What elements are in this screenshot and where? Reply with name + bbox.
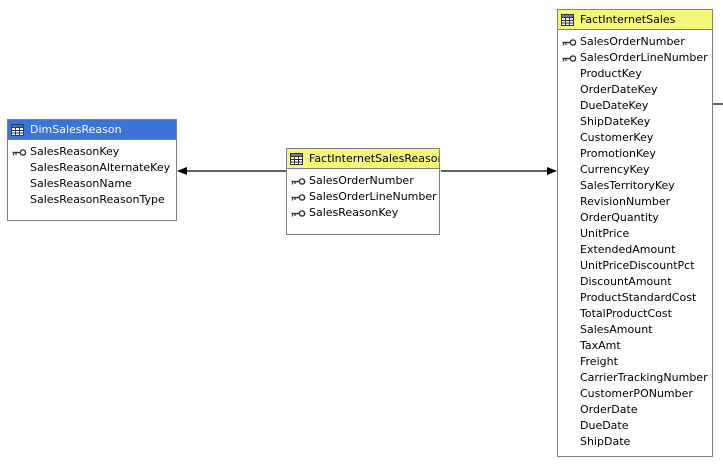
column-row[interactable]: CustomerKey (558, 130, 712, 146)
column-row[interactable]: OrderQuantity (558, 210, 712, 226)
primary-key-icon (562, 54, 576, 62)
table-header[interactable]: DimSalesReason (8, 120, 176, 140)
table-grid-icon (561, 13, 574, 26)
column-row[interactable]: OrderDate (558, 402, 712, 418)
column-name: SalesTerritoryKey (580, 179, 675, 192)
column-row[interactable]: ProductStandardCost (558, 290, 712, 306)
table-grid-icon (290, 152, 303, 165)
column-row[interactable]: UnitPrice (558, 226, 712, 242)
column-row[interactable]: SalesReasonName (8, 176, 176, 192)
primary-key-icon (291, 177, 305, 185)
column-row[interactable]: SalesAmount (558, 322, 712, 338)
column-row[interactable]: SalesOrderNumber (287, 173, 439, 189)
primary-key-icon (291, 193, 305, 201)
column-name: OrderDate (580, 403, 638, 416)
column-row[interactable]: CarrierTrackingNumber (558, 370, 712, 386)
key-slot (287, 177, 309, 185)
column-row[interactable]: ShipDateKey (558, 114, 712, 130)
column-row[interactable]: SalesReasonAlternateKey (8, 160, 176, 176)
column-name: RevisionNumber (580, 195, 671, 208)
column-name: DueDateKey (580, 99, 649, 112)
key-slot (287, 209, 309, 217)
column-name: OrderDateKey (580, 83, 658, 96)
column-name: TaxAmt (580, 339, 621, 352)
column-row[interactable]: SalesTerritoryKey (558, 178, 712, 194)
column-name: CustomerKey (580, 131, 654, 144)
column-name: DueDate (580, 419, 629, 432)
table-fact-internet-sales-reason[interactable]: FactInternetSalesReason SalesOrderNumber… (286, 148, 440, 235)
column-row[interactable]: OrderDateKey (558, 82, 712, 98)
column-name: CarrierTrackingNumber (580, 371, 708, 384)
column-name: PromotionKey (580, 147, 656, 160)
column-row[interactable]: ExtendedAmount (558, 242, 712, 258)
column-name: SalesAmount (580, 323, 653, 336)
table-header[interactable]: FactInternetSales (558, 10, 712, 30)
table-title: FactInternetSales (580, 12, 676, 26)
column-name: DiscountAmount (580, 275, 672, 288)
column-name: UnitPrice (580, 227, 630, 240)
column-row[interactable]: SalesOrderLineNumber (558, 50, 712, 66)
key-slot (8, 148, 30, 156)
column-row[interactable]: Freight (558, 354, 712, 370)
column-name: ProductKey (580, 67, 642, 80)
column-row[interactable]: UnitPriceDiscountPct (558, 258, 712, 274)
primary-key-icon (562, 38, 576, 46)
column-name: SalesReasonKey (309, 206, 399, 219)
column-name: SalesOrderLineNumber (309, 190, 437, 203)
column-name: ShipDate (580, 435, 631, 448)
key-slot (287, 193, 309, 201)
column-name: SalesOrderNumber (580, 35, 685, 48)
column-name: SalesReasonAlternateKey (30, 161, 171, 174)
column-row[interactable]: CustomerPONumber (558, 386, 712, 402)
column-name: SalesOrderNumber (309, 174, 414, 187)
column-row[interactable]: ShipDate (558, 434, 712, 450)
primary-key-icon (12, 148, 26, 156)
column-name: ShipDateKey (580, 115, 651, 128)
column-row[interactable]: SalesReasonKey (8, 144, 176, 160)
column-row[interactable]: SalesOrderNumber (558, 34, 712, 50)
column-row[interactable]: TaxAmt (558, 338, 712, 354)
column-name: SalesReasonName (30, 177, 132, 190)
table-grid-icon (11, 123, 24, 136)
column-name: UnitPriceDiscountPct (580, 259, 695, 272)
column-name: OrderQuantity (580, 211, 659, 224)
key-slot (558, 54, 580, 62)
column-row[interactable]: SalesOrderLineNumber (287, 189, 439, 205)
column-name: CustomerPONumber (580, 387, 693, 400)
column-row[interactable]: CurrencyKey (558, 162, 712, 178)
table-title: DimSalesReason (30, 122, 122, 136)
table-header[interactable]: FactInternetSalesReason (287, 149, 439, 169)
column-name: ProductStandardCost (580, 291, 697, 304)
column-name: SalesReasonReasonType (30, 193, 165, 206)
column-name: ExtendedAmount (580, 243, 676, 256)
column-row[interactable]: SalesReasonReasonType (8, 192, 176, 208)
column-row[interactable]: SalesReasonKey (287, 205, 439, 221)
column-row[interactable]: RevisionNumber (558, 194, 712, 210)
column-row[interactable]: ProductKey (558, 66, 712, 82)
column-name: CurrencyKey (580, 163, 650, 176)
column-name: TotalProductCost (580, 307, 672, 320)
column-row[interactable]: DiscountAmount (558, 274, 712, 290)
column-name: SalesReasonKey (30, 145, 120, 158)
key-slot (558, 38, 580, 46)
column-row[interactable]: DueDate (558, 418, 712, 434)
column-row[interactable]: DueDateKey (558, 98, 712, 114)
column-row[interactable]: TotalProductCost (558, 306, 712, 322)
column-name: SalesOrderLineNumber (580, 51, 708, 64)
column-name: Freight (580, 355, 618, 368)
table-title: FactInternetSalesReason (309, 151, 439, 165)
primary-key-icon (291, 209, 305, 217)
column-row[interactable]: PromotionKey (558, 146, 712, 162)
